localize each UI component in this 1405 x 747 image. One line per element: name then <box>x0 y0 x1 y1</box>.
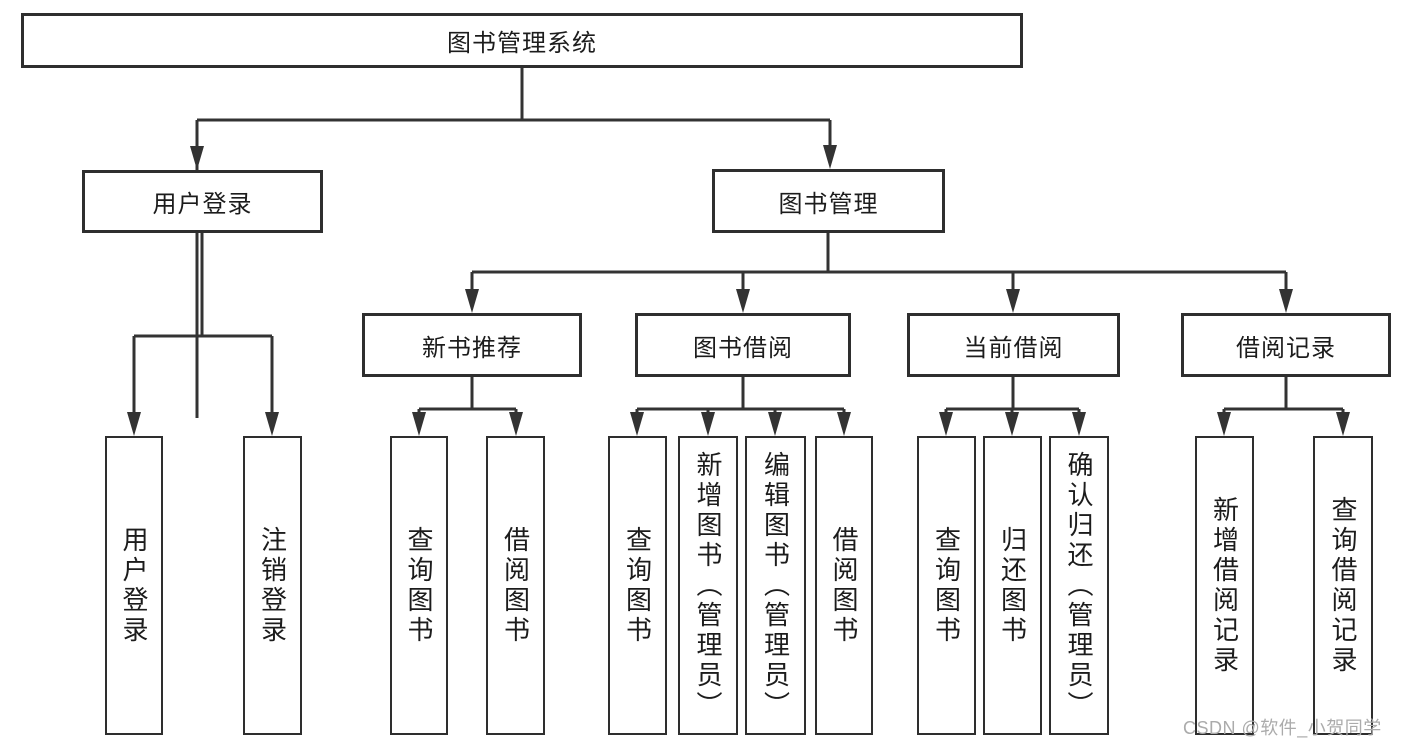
arrow-down-icon <box>1005 412 1019 436</box>
connector-records-to-leaves <box>1222 377 1345 416</box>
connector-bookmgmt-to-level2 <box>470 233 1288 294</box>
arrow-down-icon <box>823 145 837 169</box>
node-new-book-recommend: 新书推荐 <box>362 313 582 377</box>
leaf-borrow-books: 借阅图书 <box>815 436 873 735</box>
arrow-down-icon <box>412 412 426 436</box>
leaf-add-borrow-record: 新增借阅记录 <box>1195 436 1254 735</box>
node-borrow-records: 借阅记录 <box>1181 313 1391 377</box>
arrow-down-icon <box>701 412 715 436</box>
connector-strokes <box>195 68 832 418</box>
leaf-query-books-current: 查询图书 <box>917 436 976 735</box>
connector-newbook-to-leaves <box>417 377 518 416</box>
connector-current-to-leaves <box>944 377 1081 416</box>
arrow-down-icon <box>190 146 204 170</box>
arrow-down-icon <box>465 289 479 313</box>
arrow-down-icon <box>768 412 782 436</box>
node-book-borrow: 图书借阅 <box>635 313 851 377</box>
connector-root-to-level1 <box>195 68 832 418</box>
arrow-down-icon <box>1336 412 1350 436</box>
node-current-borrow: 当前借阅 <box>907 313 1120 377</box>
leaf-edit-books-admin: 编辑图书（管理员） <box>745 436 806 735</box>
arrow-down-icon <box>837 412 851 436</box>
leaf-borrow-books-recommend: 借阅图书 <box>486 436 545 735</box>
leaf-logout: 注销登录 <box>243 436 302 735</box>
arrowheads <box>127 145 1350 436</box>
arrow-down-icon <box>1072 412 1086 436</box>
node-root: 图书管理系统 <box>21 13 1023 68</box>
connector-userlogin-to-leaves <box>132 233 274 416</box>
leaf-query-borrow-record: 查询借阅记录 <box>1313 436 1373 735</box>
csdn-watermark: CSDN @软件_小贺同学 <box>1183 718 1382 738</box>
leaf-return-books: 归还图书 <box>983 436 1042 735</box>
arrow-down-icon <box>127 412 141 436</box>
leaf-confirm-return-admin: 确认归还（管理员） <box>1049 436 1109 735</box>
node-user-login: 用户登录 <box>82 170 323 233</box>
arrow-down-icon <box>939 412 953 436</box>
leaf-user-login: 用户登录 <box>105 436 163 735</box>
arrow-down-icon <box>1217 412 1231 436</box>
arrow-down-icon <box>630 412 644 436</box>
arrow-down-icon <box>1279 289 1293 313</box>
leaf-query-books-borrow: 查询图书 <box>608 436 667 735</box>
leaf-query-books-recommend: 查询图书 <box>390 436 448 735</box>
arrow-down-icon <box>1006 289 1020 313</box>
leaf-add-books-admin: 新增图书（管理员） <box>678 436 738 735</box>
node-book-management: 图书管理 <box>712 169 945 233</box>
connector-borrow-to-leaves <box>635 377 846 416</box>
arrow-down-icon <box>509 412 523 436</box>
arrow-down-icon <box>736 289 750 313</box>
arrow-down-icon <box>265 412 279 436</box>
